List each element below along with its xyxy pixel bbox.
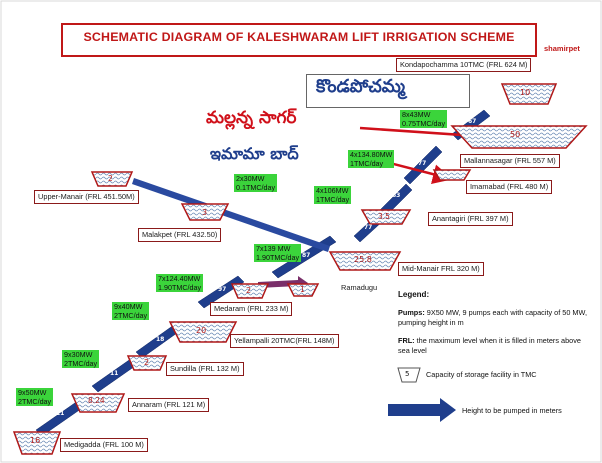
label-yellampalli: Yellampalli 20TMC(FRL 148M) bbox=[230, 334, 339, 348]
label-anantagiri: Anantagiri (FRL 397 M) bbox=[428, 212, 513, 226]
label-annaram: Annaram (FRL 121 M) bbox=[128, 398, 210, 412]
height-3: 18 bbox=[156, 336, 165, 343]
height-7: 83 bbox=[392, 192, 401, 199]
capacity-ramadugu: 1 bbox=[300, 285, 305, 294]
mallanna-telugu: మల్లన్న సాగర్ bbox=[206, 108, 297, 128]
pump-tag-medigadda: 9x50MW 2TMC/day bbox=[16, 388, 54, 406]
label-uppermanair: Upper-Manair (FRL 451.50M) bbox=[34, 190, 139, 204]
height-4: 97 bbox=[218, 286, 227, 293]
legend-height-text: Height to be pumped in meters bbox=[462, 406, 562, 415]
height-8: 77 bbox=[418, 160, 427, 167]
imamabad-telugu: ఇమామా బాద్ bbox=[210, 144, 299, 163]
capacity-sundilla: 2 bbox=[144, 358, 150, 367]
pump-tag-midmanair: 2x30MW 0.1TMC/day bbox=[234, 174, 278, 192]
pump-tag-mallannasagar: 8x43MW 0.75TMC/day bbox=[400, 110, 448, 128]
height-5: 87 bbox=[302, 252, 311, 259]
capacity-kondapochamma: 10 bbox=[520, 88, 531, 97]
title-box bbox=[61, 23, 537, 57]
legend-frl-text: the maximum level when it is filled in m… bbox=[398, 336, 581, 355]
capacity-medaram: 2 bbox=[246, 286, 252, 295]
legend-capacity-text: Capacity of storage facility in TMC bbox=[426, 370, 537, 379]
legend: Legend: Pumps: 9X50 MW, 9 pumps each wit… bbox=[398, 290, 594, 356]
height-6: 77 bbox=[364, 224, 373, 231]
height-1: 21 bbox=[56, 410, 65, 417]
legend-pumps-text: 9X50 MW, 9 pumps each with capacity of 5… bbox=[398, 308, 587, 327]
capacity-malakpet: 3 bbox=[202, 208, 208, 217]
legend-height-arrow bbox=[388, 398, 456, 422]
legend-capacity-number: 5 bbox=[405, 370, 410, 378]
label-imamabad: Imamabad (FRL 480 M) bbox=[466, 180, 553, 194]
capacity-mallannasagar: 50 bbox=[510, 130, 521, 139]
capacity-midmanair: 25.8 bbox=[354, 255, 372, 264]
kondapochamma-telugu: కొండపోచమ్మ bbox=[316, 76, 406, 97]
corner-label: shamirpet bbox=[544, 44, 580, 53]
capacity-yellampalli: 20 bbox=[196, 326, 207, 335]
reservoir-shapes bbox=[12, 83, 588, 455]
page-title: SCHEMATIC DIAGRAM OF KALESHWARAM LIFT IR… bbox=[83, 30, 515, 44]
label-malakpet: Malakpet (FRL 432.50) bbox=[138, 228, 222, 242]
legend-frl-key: FRL: bbox=[398, 336, 415, 345]
pump-tag-sundilla: 9x40MW 2TMC/day bbox=[112, 302, 150, 320]
label-medigadda: Medigadda (FRL 100 M) bbox=[60, 438, 148, 452]
lift-bars bbox=[35, 109, 491, 437]
capacity-uppermanair: 2 bbox=[108, 174, 113, 183]
legend-capacity-shape bbox=[397, 367, 421, 383]
pump-tag-anantagiri: 4x106MW 1TMC/day bbox=[314, 186, 352, 204]
label-sundilla: Sundilla (FRL 132 M) bbox=[166, 362, 244, 376]
label-mallannasagar: Mallannasagar (FRL 557 M) bbox=[460, 154, 560, 168]
height-9: 67 bbox=[468, 118, 477, 125]
pump-tag-annaram: 9x30MW 2TMC/day bbox=[62, 350, 100, 368]
label-ramadugu: Ramadugu bbox=[341, 283, 378, 292]
capacity-annaram: 8.24 bbox=[88, 396, 105, 405]
capacity-medigadda: 16 bbox=[30, 436, 41, 445]
legend-frl: FRL: the maximum level when it is filled… bbox=[398, 336, 594, 356]
legend-pumps: Pumps: 9X50 MW, 9 pumps each with capaci… bbox=[398, 308, 594, 328]
pump-tag-imamabad: 4x134.80MW 1TMC/day bbox=[348, 150, 395, 168]
label-midmanair: Mid-Manair FRL 320 M) bbox=[398, 262, 484, 276]
ramadugu-arrow bbox=[258, 276, 308, 290]
height-2: 11 bbox=[110, 370, 119, 377]
pump-tag-medaram: 7x139 MW 1.90TMC/day bbox=[254, 244, 302, 262]
malakpet-link-bar bbox=[132, 178, 330, 252]
pump-tag-yellampalli: 7x124.40MW 1.90TMC/day bbox=[156, 274, 204, 292]
label-medaram: Medaram (FRL 233 M) bbox=[210, 302, 293, 316]
kondapochamma-telugu-box bbox=[306, 74, 470, 108]
legend-heading: Legend: bbox=[398, 290, 430, 299]
legend-pumps-key: Pumps: bbox=[398, 308, 425, 317]
label-kondapochamma: Kondapochamma 10TMC (FRL 624 M) bbox=[396, 58, 532, 72]
capacity-anantagiri: 3.5 bbox=[378, 212, 390, 221]
